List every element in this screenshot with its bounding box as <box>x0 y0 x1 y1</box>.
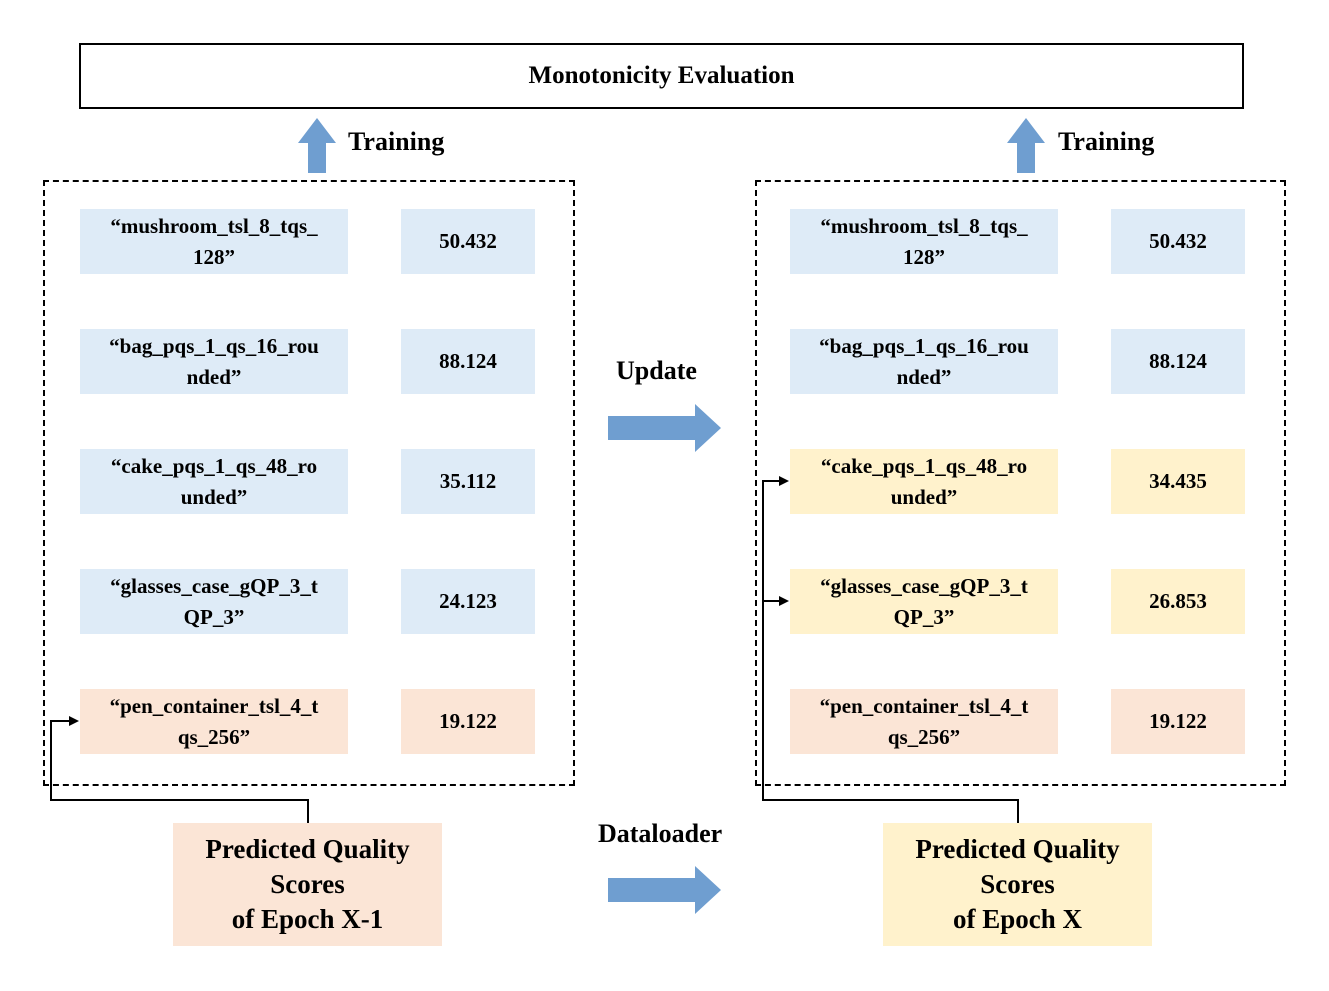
source-left-line1: Predicted Quality <box>205 834 410 864</box>
video-name-line2: unded” <box>180 484 248 509</box>
update-right-arrow <box>608 404 721 452</box>
quality-score-cell: 19.122 <box>1111 689 1245 754</box>
source-right-line1: Predicted Quality <box>915 834 1120 864</box>
video-name-line1: “glasses_case_gQP_3_t <box>110 573 318 598</box>
video-name-line2: 128” <box>193 244 235 269</box>
training-label-left: Training <box>348 127 445 156</box>
video-name-line2: nded” <box>186 364 242 389</box>
video-name-cell: “cake_pqs_1_qs_48_ro unded” <box>790 449 1058 514</box>
video-name-cell: “mushroom_tsl_8_tqs_ 128” <box>80 209 348 274</box>
source-box-epoch-x: Predicted Quality Scores of Epoch X <box>883 823 1152 946</box>
video-name-cell: “bag_pqs_1_qs_16_rou nded” <box>80 329 348 394</box>
video-name-line2: qs_256” <box>887 724 961 749</box>
video-name-line2: unded” <box>890 484 958 509</box>
left-connector-arrowhead <box>69 716 79 726</box>
video-name-line2: QP_3” <box>893 604 955 629</box>
video-name-line1: “cake_pqs_1_qs_48_ro <box>110 453 318 478</box>
video-name-line1: “mushroom_tsl_8_tqs_ <box>820 213 1028 238</box>
right-source-connector <box>762 480 1019 823</box>
video-name-cell: “pen_container_tsl_4_t qs_256” <box>790 689 1058 754</box>
right-panel <box>755 180 1286 786</box>
source-right-line3: of Epoch X <box>952 904 1082 934</box>
video-name-line2: 128” <box>903 244 945 269</box>
quality-score-cell: 88.124 <box>401 329 535 394</box>
quality-score-cell: 50.432 <box>1111 209 1245 274</box>
video-name-line1: “pen_container_tsl_4_t <box>819 693 1029 718</box>
monotonicity-evaluation-box: Monotonicity Evaluation <box>79 43 1244 109</box>
source-left-line3: of Epoch X-1 <box>231 904 384 934</box>
training-label-right: Training <box>1058 127 1155 156</box>
video-name-line2: nded” <box>896 364 952 389</box>
video-name-line2: QP_3” <box>183 604 245 629</box>
quality-score-cell: 24.123 <box>401 569 535 634</box>
video-name-cell: “bag_pqs_1_qs_16_rou nded” <box>790 329 1058 394</box>
video-name-line1: “glasses_case_gQP_3_t <box>820 573 1028 598</box>
training-up-arrow-left <box>298 118 336 173</box>
video-name-line1: “bag_pqs_1_qs_16_rou <box>109 333 319 358</box>
left-panel <box>43 180 575 786</box>
left-source-connector <box>50 720 309 823</box>
right-connector-arrowhead-cake <box>779 476 789 486</box>
monotonicity-evaluation-title: Monotonicity Evaluation <box>528 62 795 89</box>
quality-score-cell: 34.435 <box>1111 449 1245 514</box>
quality-score-cell: 88.124 <box>1111 329 1245 394</box>
training-up-arrow-right <box>1007 118 1045 173</box>
source-right-line2: Scores <box>980 869 1055 899</box>
update-label: Update <box>616 356 697 385</box>
video-name-cell: “mushroom_tsl_8_tqs_ 128” <box>790 209 1058 274</box>
source-box-epoch-x-1: Predicted Quality Scores of Epoch X-1 <box>173 823 442 946</box>
video-name-line2: qs_256” <box>177 724 251 749</box>
source-left-line2: Scores <box>270 869 345 899</box>
video-name-cell: “cake_pqs_1_qs_48_ro unded” <box>80 449 348 514</box>
dataloader-right-arrow <box>608 866 721 914</box>
video-name-line1: “cake_pqs_1_qs_48_ro <box>820 453 1028 478</box>
video-name-line1: “mushroom_tsl_8_tqs_ <box>110 213 318 238</box>
quality-score-cell: 50.432 <box>401 209 535 274</box>
video-name-cell: “pen_container_tsl_4_t qs_256” <box>80 689 348 754</box>
dataloader-label: Dataloader <box>598 819 723 848</box>
quality-score-cell: 26.853 <box>1111 569 1245 634</box>
video-name-line1: “bag_pqs_1_qs_16_rou <box>819 333 1029 358</box>
quality-score-cell: 19.122 <box>401 689 535 754</box>
quality-score-cell: 35.112 <box>401 449 535 514</box>
video-name-line1: “pen_container_tsl_4_t <box>109 693 319 718</box>
right-connector-arrowhead-glasses <box>779 596 789 606</box>
